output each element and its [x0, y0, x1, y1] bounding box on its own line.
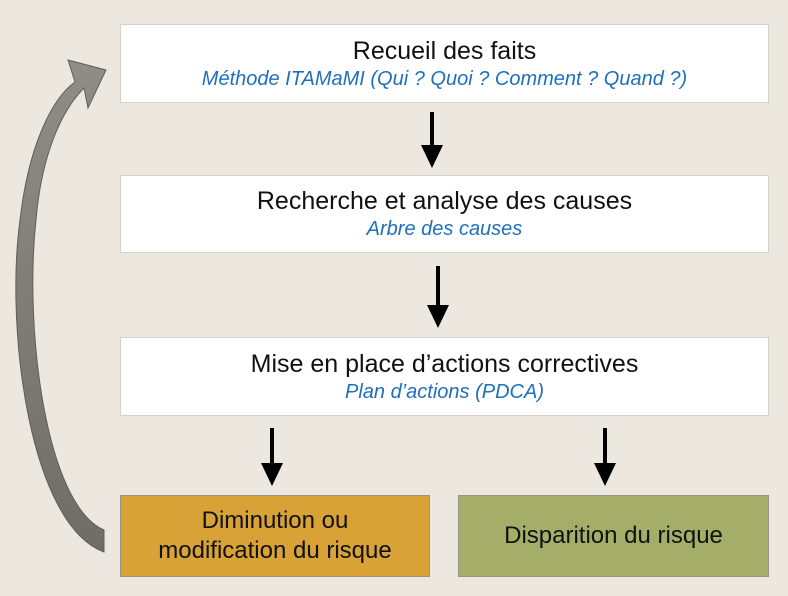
step-fact-collection: Recueil des faits Méthode ITAMaMI (Qui ?… — [120, 24, 769, 103]
step-cause-analysis: Recherche et analyse des causes Arbre de… — [120, 175, 769, 253]
step-title: Mise en place d’actions correctives — [250, 349, 639, 378]
arrow-down-1 — [421, 112, 443, 168]
step-method: Méthode ITAMaMI (Qui ? Quoi ? Comment ? … — [201, 67, 688, 90]
feedback-loop-arrow — [15, 59, 107, 553]
outcome-label-line-2: modification du risque — [158, 537, 392, 564]
step-method: Plan d’actions (PDCA) — [345, 380, 544, 403]
outcome-risk-elimination: Disparition du risque — [458, 495, 769, 577]
outcome-risk-reduction: Diminution ou modification du risque — [120, 495, 430, 577]
arrow-down-left-outcome — [261, 428, 283, 486]
outcome-label-line-1: Diminution ou — [201, 507, 349, 534]
step-corrective-actions: Mise en place d’actions correctives Plan… — [120, 337, 769, 416]
step-method: Arbre des causes — [366, 218, 523, 240]
step-title: Recherche et analyse des causes — [256, 187, 633, 215]
arrow-down-right-outcome — [594, 428, 616, 486]
step-title: Recueil des faits — [352, 36, 537, 65]
outcome-label: Disparition du risque — [504, 522, 723, 549]
arrow-down-2 — [427, 266, 449, 328]
